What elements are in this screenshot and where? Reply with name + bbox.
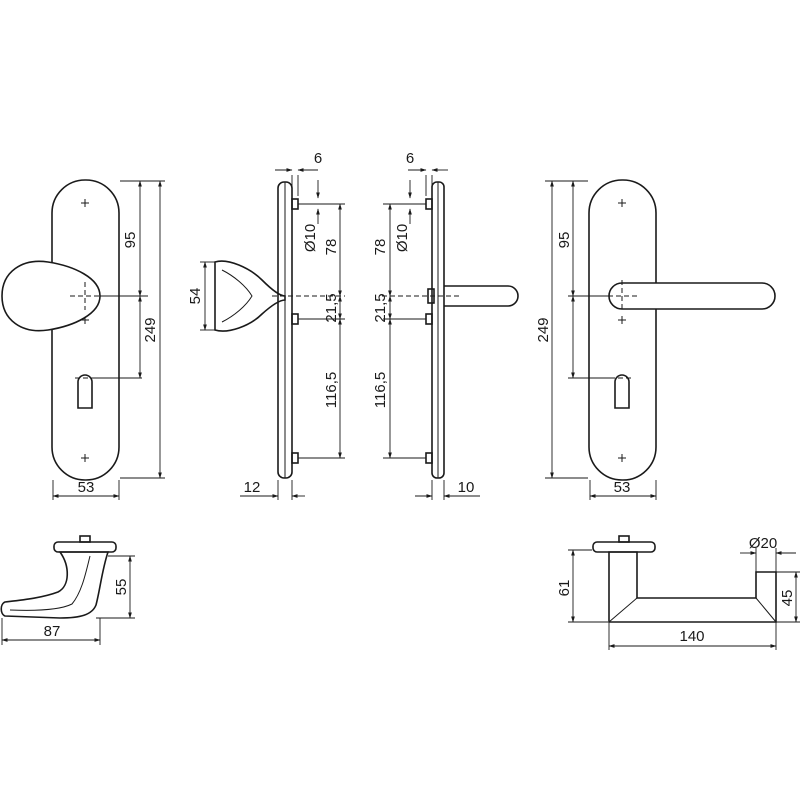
knob-top-body: [0, 551, 110, 619]
dim-top-to-spindle-right: 78: [372, 239, 389, 256]
dim-lever-length: 140: [679, 628, 704, 645]
dim-lock-to-bottom-right: 116,5: [372, 372, 389, 408]
lever-side-view: 6 Ø10 78 21,5 116,5 10: [372, 150, 519, 500]
knob-plate-front-view: 95 249 53: [1, 179, 165, 500]
dim-pin-diameter-left: Ø10: [302, 224, 319, 252]
screw-mark-bottom: [81, 454, 89, 462]
dim-spindle-from-top: 95: [122, 232, 139, 249]
pin-top-right: [425, 198, 433, 210]
keyhole-cylinder-cutout: [75, 374, 95, 409]
lever-handle: [608, 282, 776, 310]
keyhole-cylinder-cutout-right: [610, 374, 632, 409]
pin-top-left: [291, 198, 299, 210]
dim-knob-projection: 55: [113, 579, 130, 596]
lever-plate-outline: [588, 179, 657, 481]
screw-mark-top: [81, 199, 89, 207]
dim-plate-height: 249: [142, 317, 159, 342]
dim-plate-thickness-left: 12: [244, 479, 261, 496]
screw-mark-bottom-right: [618, 454, 626, 462]
dim-lever-diameter: Ø20: [749, 535, 777, 552]
dim-spindle-from-top-right: 95: [556, 232, 573, 249]
dim-plate-height-right: 249: [535, 317, 552, 342]
knob-side-view: 54 6 Ø10 78 21,5 116,5 12: [187, 150, 345, 500]
dim-plate-width: 53: [78, 479, 95, 496]
knob-top-view: 55 87: [0, 535, 135, 645]
dim-spindle-to-lock-left: 21,5: [323, 293, 340, 322]
lever-top-view: 61 140 Ø20 45: [556, 535, 800, 650]
knob-plate-outline: [51, 179, 120, 481]
screw-mark-top-right: [618, 199, 626, 207]
pin-bottom-right: [425, 452, 433, 464]
knob-rose-top: [53, 541, 117, 553]
dim-pin-diameter-right: Ø10: [394, 224, 411, 252]
dim-lever-depth: 45: [779, 590, 796, 607]
lever-top-body: [608, 551, 777, 623]
dim-lever-projection: 61: [556, 580, 573, 597]
dim-spindle-to-lock-right: 21,5: [372, 293, 389, 322]
lever-plate-front-view: 95 249 53: [535, 179, 776, 500]
lever-rose-top: [592, 541, 656, 553]
dim-knob-length: 87: [44, 623, 61, 640]
dim-plate-width-right: 53: [614, 479, 631, 496]
dim-pin-offset-right: 6: [406, 150, 414, 167]
dim-plate-thickness-right: 10: [458, 479, 475, 496]
dim-lock-to-bottom-left: 116,5: [323, 372, 340, 408]
pin-mid-right: [425, 313, 433, 325]
dim-top-to-spindle-left: 78: [323, 239, 340, 256]
screw-mark-mid-right: [618, 316, 626, 324]
pin-mid-left: [291, 313, 299, 325]
dim-pin-offset-left: 6: [314, 150, 322, 167]
lever-side-body: [444, 285, 519, 307]
pin-bottom-left: [291, 452, 299, 464]
dim-knob-height: 54: [187, 288, 204, 305]
